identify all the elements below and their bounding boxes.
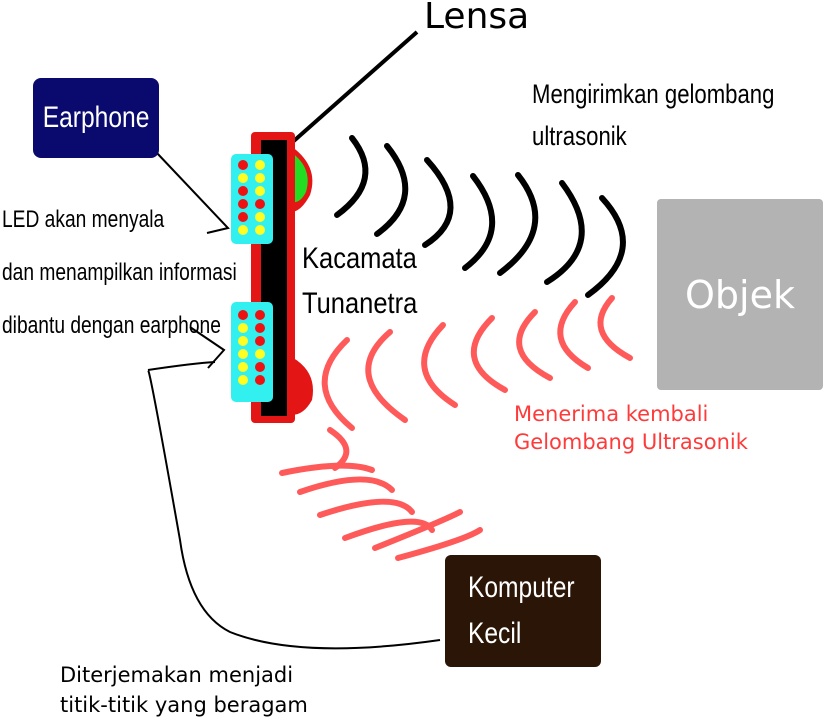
emitted-wave-arc xyxy=(422,157,454,248)
receive-waves-label: Menerima kembali Gelombang Ultrasonik xyxy=(514,401,748,456)
computer-wave-arc xyxy=(317,498,415,518)
received-wave-arc xyxy=(597,295,633,361)
received-wave-arc xyxy=(516,309,553,381)
computer-label: Komputer Kecil xyxy=(445,565,575,658)
computer-feedback-line xyxy=(147,361,441,650)
computer-wave-arc xyxy=(279,462,375,476)
computer-label-line-2: Kecil xyxy=(467,617,522,650)
led-panel-top xyxy=(231,154,273,244)
received-waves xyxy=(321,295,633,431)
computer-wave-arc xyxy=(395,527,483,561)
object-label: Objek xyxy=(685,272,795,317)
computer-box: Komputer Kecil xyxy=(445,555,601,667)
led-dots-top xyxy=(238,160,265,235)
earphone-label: Earphone xyxy=(42,101,150,134)
send-waves-line-1: Mengirimkan gelombang xyxy=(532,79,775,109)
glasses-line-2: Tunanetra xyxy=(302,287,418,320)
emitted-waves xyxy=(334,135,626,298)
received-wave-arc xyxy=(421,322,458,408)
received-wave-arc xyxy=(557,299,591,371)
received-wave-arc xyxy=(321,337,355,431)
computer-wave-arc xyxy=(297,476,395,495)
led-panel-bottom xyxy=(231,302,273,402)
glasses-label: Kacamata Tunanetra xyxy=(302,236,417,326)
computer-wave-arc xyxy=(372,509,463,551)
send-waves-label: Mengirimkan gelombang ultrasonik xyxy=(532,74,774,158)
received-wave-arc xyxy=(470,315,508,393)
receive-waves-line-2: Gelombang Ultrasonik xyxy=(514,429,748,454)
earphone-connector xyxy=(155,151,230,234)
send-waves-line-2: ultrasonik xyxy=(532,120,627,151)
translate-line-2: titik-titik yang beragam xyxy=(60,693,308,718)
emitted-wave-arc xyxy=(497,172,539,276)
led-info-line-2: dan menampilkan informasi xyxy=(2,258,237,286)
led-dots-bottom xyxy=(238,310,265,385)
computer-wave-arc xyxy=(327,427,350,471)
computer-label-line-1: Komputer xyxy=(467,570,575,604)
led-info-line-1: LED akan menyala xyxy=(2,206,165,233)
glasses-line-1: Kacamata xyxy=(302,242,417,275)
receive-waves-line-1: Menerima kembali xyxy=(514,402,709,426)
top-sensor-lens xyxy=(291,152,308,203)
translate-label: Diterjemakan menjadi titik-titik yang be… xyxy=(60,660,308,721)
emitted-wave-arc xyxy=(334,135,369,218)
led-info-line-3: dibantu dengan earphone xyxy=(2,311,221,339)
emitted-wave-arc xyxy=(462,173,496,271)
object-box: Objek xyxy=(657,199,823,390)
led-info-label: LED akan menyala dan menampilkan informa… xyxy=(2,194,237,352)
emitted-wave-arc xyxy=(585,195,626,298)
received-wave-arc xyxy=(365,329,408,423)
emitted-wave-arc xyxy=(544,180,585,285)
emitted-wave-arc xyxy=(374,143,409,237)
translate-line-1: Diterjemakan menjadi xyxy=(60,663,294,687)
earphone-box: Earphone xyxy=(33,78,159,158)
computer-waves xyxy=(279,427,483,561)
lens-label: Lensa xyxy=(424,0,530,37)
